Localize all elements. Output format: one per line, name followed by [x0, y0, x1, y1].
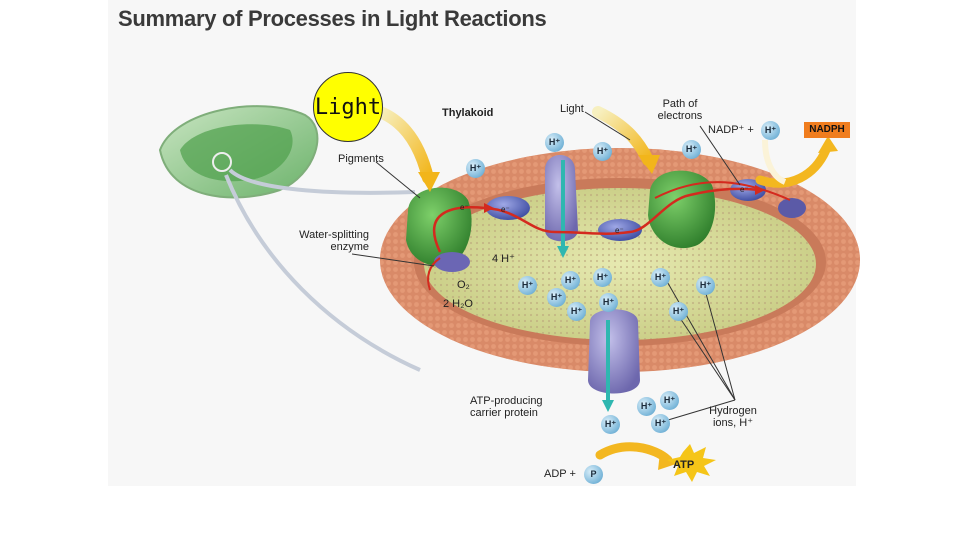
h-ion: H⁺ [601, 415, 620, 434]
atp-arrow [595, 442, 673, 465]
h-ion: H⁺ [761, 121, 780, 140]
photosystem-i [648, 170, 716, 249]
label-atp-producing-carrier-protein: ATP-producing carrier protein [470, 395, 543, 419]
h-ion: H⁺ [651, 268, 670, 287]
h-ion: H⁺ [682, 140, 701, 159]
h-ion: H⁺ [696, 276, 715, 295]
phosphate-ion: P [584, 465, 603, 484]
nadph-box: NADPH [804, 122, 850, 138]
h-ion: H⁺ [669, 302, 688, 321]
nadp-reductase [778, 198, 806, 218]
h-ion: H⁺ [599, 293, 618, 312]
label-atp: ATP [673, 459, 695, 471]
label-water-splitting-enzyme: Water-splitting enzyme [299, 229, 369, 253]
h-ion: H⁺ [561, 271, 580, 290]
electron-carrier-2 [598, 219, 642, 241]
label-adp-plus: ADP + [544, 468, 576, 480]
label-hydrogen-ions: Hydrogen ions, H⁺ [709, 405, 757, 429]
h-ion: H⁺ [466, 159, 485, 178]
label-pigments: Pigments [338, 153, 384, 165]
nadph-arrow [755, 145, 831, 188]
diagram-title: Summary of Processes in Light Reactions [118, 6, 547, 31]
label-path-of-electrons: Path of electrons [657, 98, 703, 122]
h-ion: H⁺ [518, 276, 537, 295]
light-arrow-1 [374, 106, 434, 184]
zoom-line-bottom [224, 174, 421, 372]
label-nadp-plus: NADP⁺ + [708, 124, 754, 136]
light-callout: Light [313, 72, 383, 142]
label-4h: 4 H⁺ [492, 253, 515, 265]
electron-label-2: e⁻ [615, 226, 624, 235]
atp-starburst [667, 444, 716, 482]
h-ion: H⁺ [660, 391, 679, 410]
zoom-line-top [228, 168, 416, 195]
label-light: Light [560, 103, 584, 115]
electron-label-1: e⁻ [501, 205, 510, 214]
h-ion: H⁺ [547, 288, 566, 307]
electron-label-4: e⁻ [460, 203, 469, 212]
light-arrow-2 [592, 106, 654, 166]
atp-synthase [588, 309, 640, 394]
label-thylakoid: Thylakoid [442, 107, 494, 119]
h-ion: H⁺ [637, 397, 656, 416]
light-callout-text: Light [314, 94, 382, 120]
h-ion: H⁺ [567, 302, 586, 321]
h-ion: H⁺ [545, 133, 564, 152]
label-o2: O₂ [457, 279, 470, 291]
photosystem-ii [406, 187, 472, 266]
electron-label-3: e⁻ [740, 185, 749, 194]
h-ion: H⁺ [651, 414, 670, 433]
chloroplast-illustration [158, 105, 319, 199]
electron-path [432, 187, 761, 253]
label-2h2o: 2 H₂O [443, 298, 473, 310]
water-splitting-enzyme-shape [434, 252, 470, 272]
electron-carrier-1 [486, 196, 530, 220]
h-ion: H⁺ [593, 268, 612, 287]
pointer-lines [351, 111, 741, 421]
h-ion: H⁺ [593, 142, 612, 161]
